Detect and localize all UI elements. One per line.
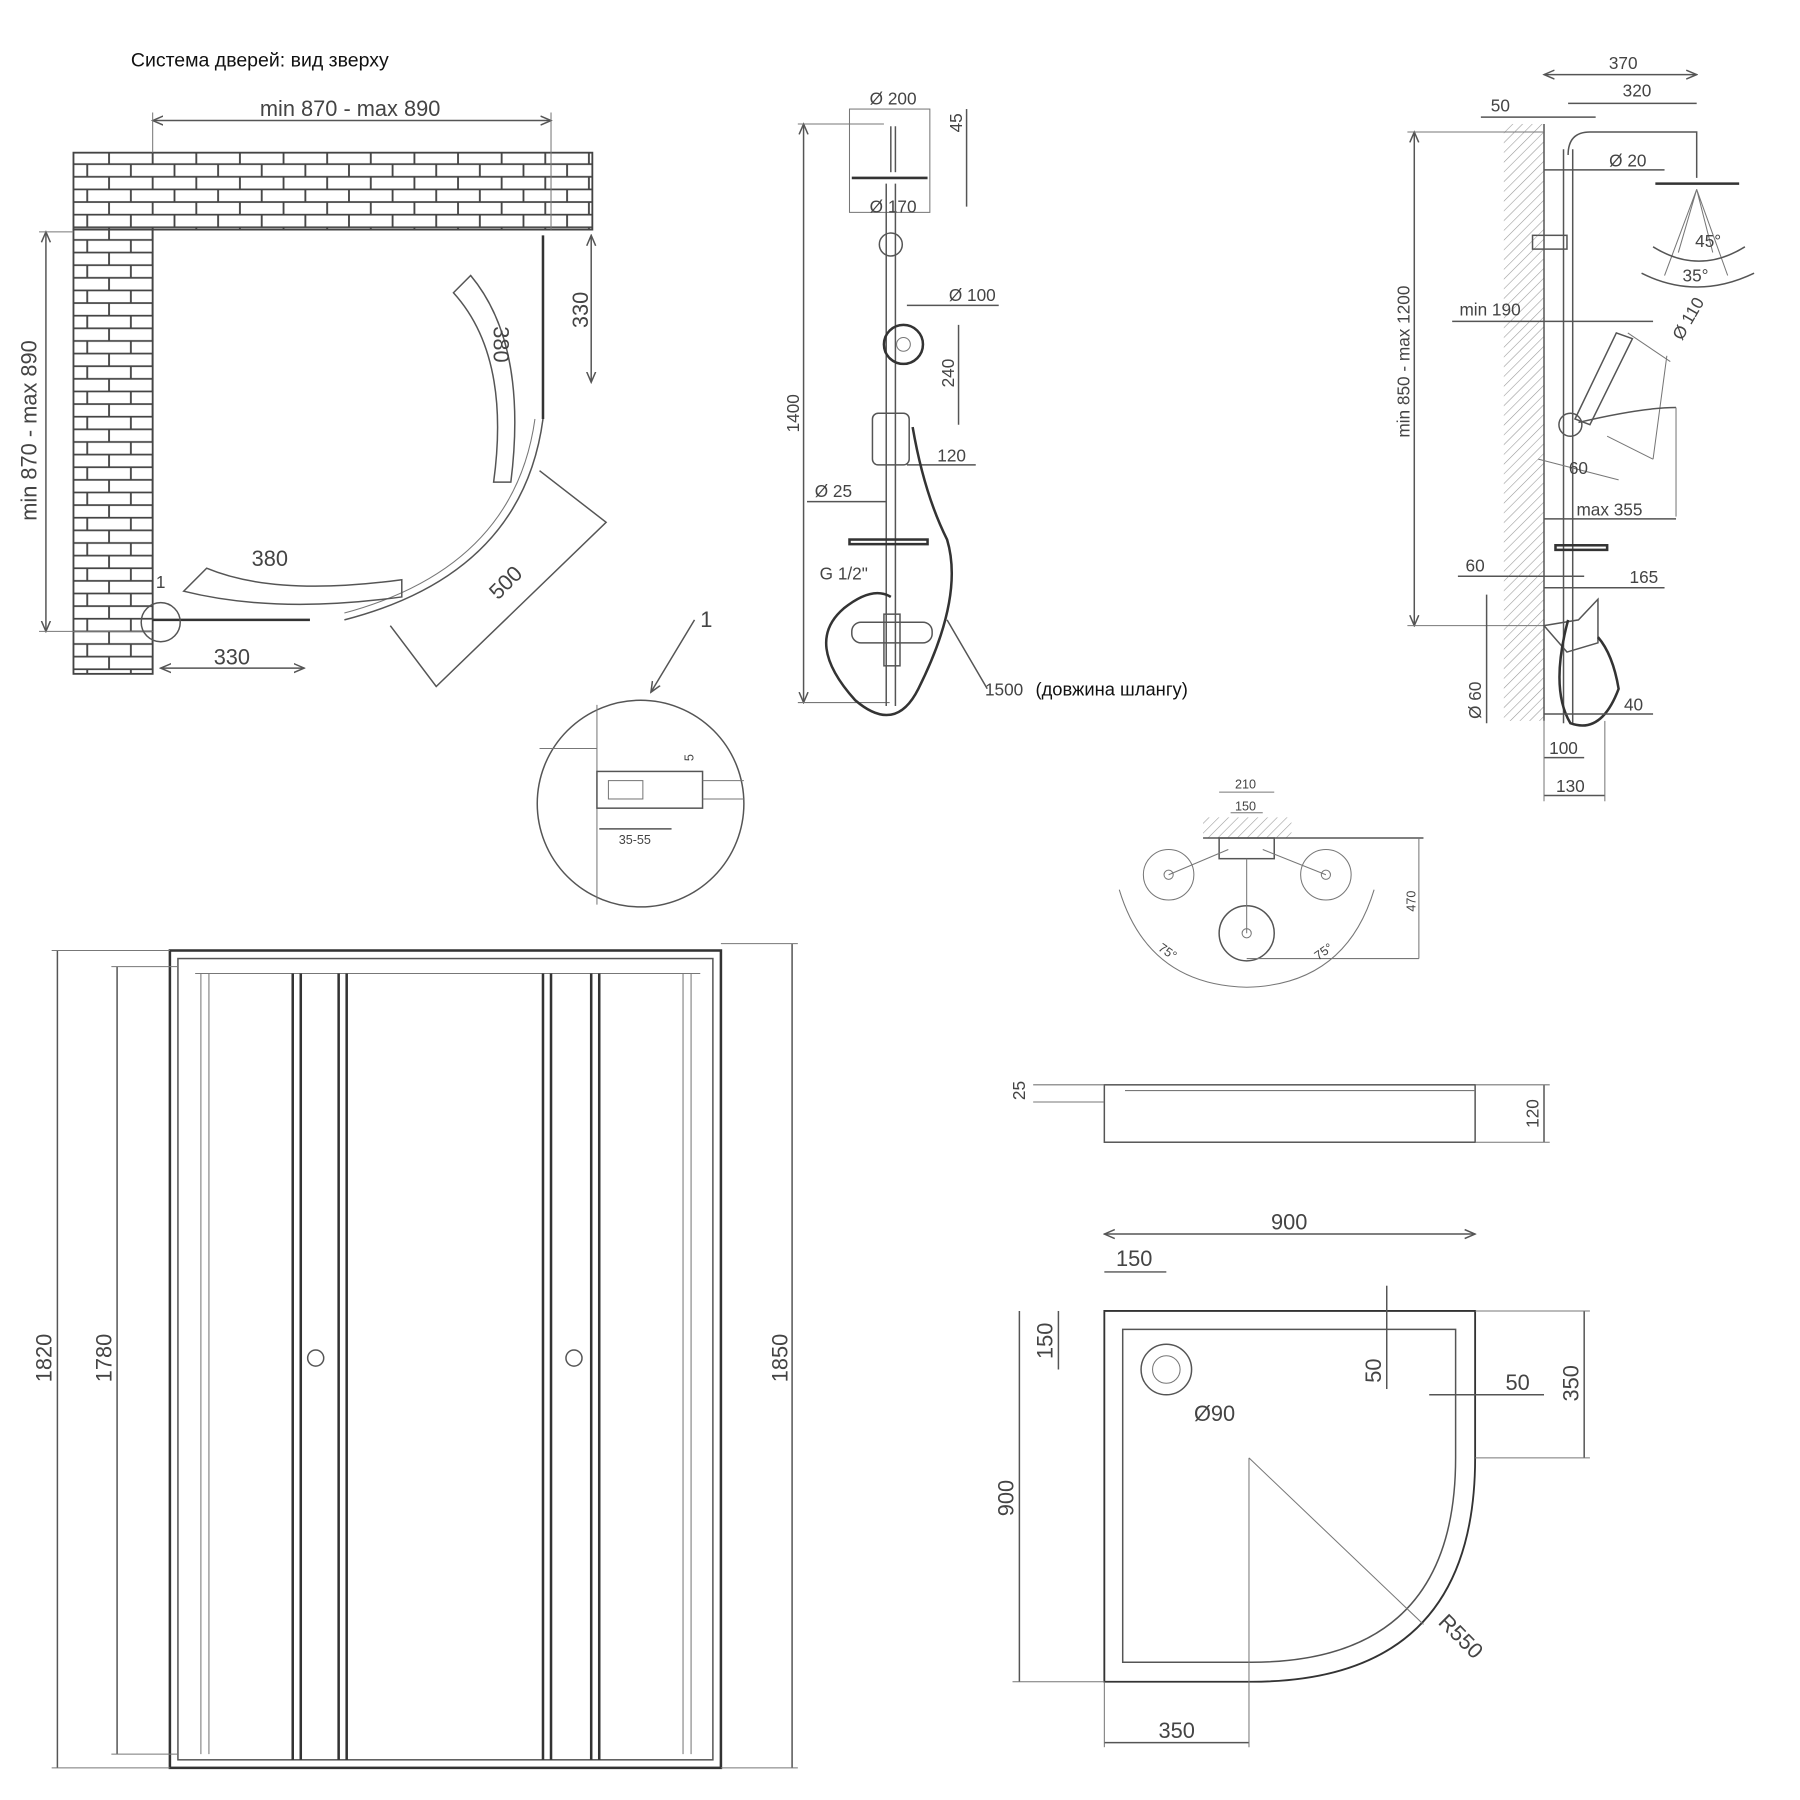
dim-depth: min 870 - max 890	[17, 340, 42, 521]
dim-radius: R550	[1434, 1609, 1489, 1664]
detail-drawing: 1 5 35-55	[536, 607, 745, 908]
brick-wall-top	[72, 151, 594, 231]
dim-height-inner: 1780	[91, 1334, 116, 1382]
dim-angle-right: 75°	[1312, 941, 1336, 963]
page-title: Система дверей: вид зверху	[131, 50, 389, 72]
dim-spout-a: 100	[1549, 738, 1578, 758]
dim-height-range: min 850 - max 1200	[1394, 286, 1414, 438]
door-swing-bottom: 380	[252, 546, 288, 571]
dim-wall-offset: 50	[1491, 95, 1510, 115]
dim-tilt: 60	[1569, 458, 1588, 478]
brick-wall-left	[72, 228, 154, 675]
dim-diagonal: 500	[484, 561, 527, 604]
door-handle-right	[565, 1349, 583, 1367]
dim-mixer-outer: 210	[1235, 778, 1256, 792]
dim-drain-x: 150	[1116, 1246, 1152, 1271]
dim-holder: 120	[937, 445, 966, 465]
dim-min-hand: min 190	[1459, 300, 1520, 320]
dim-height-total: 1850	[768, 1334, 793, 1382]
dim-spout-gap: 40	[1624, 695, 1643, 715]
dim-escutcheon: Ø 60	[1465, 682, 1485, 719]
callout-label: 1	[156, 572, 166, 592]
dim-tray-width: 900	[1271, 1209, 1307, 1234]
dim-arm-total: 370	[1609, 53, 1638, 73]
dim-hand-diameter: Ø 110	[1668, 294, 1708, 343]
dim-head-diameter: Ø 200	[870, 88, 917, 108]
detail-adjust-range: 35-55	[619, 833, 651, 847]
detail-gap: 5	[682, 754, 696, 761]
tray-side-drawing: 25 120	[1009, 1081, 1550, 1143]
dim-total-height: 1400	[783, 394, 803, 432]
detail-callout-circle	[140, 601, 181, 643]
door-handle-left	[306, 1349, 325, 1367]
mixer-top-drawing: 210 150 470 75° 75°	[1118, 778, 1424, 988]
dim-rod: Ø 25	[815, 481, 852, 501]
dim-drain-y: 150	[1033, 1323, 1058, 1359]
shower-front-drawing: 1400 Ø 200 45 Ø 170 Ø 100 240 120 Ø 25 G…	[783, 88, 1188, 717]
front-view-drawing: 1820 1780 1850	[32, 943, 798, 1770]
dim-rim-top: 50	[1361, 1359, 1386, 1383]
dim-drain: Ø90	[1194, 1401, 1235, 1426]
dim-tray-rim: 25	[1009, 1081, 1029, 1100]
dim-angle-left: 75°	[1156, 941, 1180, 963]
shower-side-drawing: 370 320 50 Ø 20 45° 35° min 190 Ø 110 mi…	[1394, 53, 1755, 802]
dim-hand-shower: Ø 100	[949, 285, 996, 305]
detail-callout-label: 1	[700, 607, 712, 632]
door-swing-right: 380	[489, 326, 514, 362]
dim-straight-right: 350	[1558, 1365, 1583, 1401]
dim-rim-right: 50	[1505, 1370, 1529, 1395]
dim-mixer-depth: 165	[1630, 567, 1659, 587]
dim-tray-depth: 900	[994, 1480, 1019, 1516]
dim-mixer-offset: 60	[1466, 556, 1485, 576]
dim-tray-height: 120	[1522, 1099, 1542, 1128]
dim-spout-b: 130	[1556, 776, 1585, 796]
dim-head-height: 45	[946, 113, 966, 132]
top-view-drawing: min 870 - max 890 min 870 - max 890 330 …	[17, 96, 608, 688]
hose-note: (довжина шлангу)	[1035, 679, 1187, 700]
dim-head-inner: Ø 170	[870, 196, 917, 216]
dim-thread: G 1/2"	[820, 564, 868, 584]
dim-angle-inner: 35°	[1683, 265, 1709, 285]
dim-side-panel-right: 330	[568, 292, 593, 328]
dim-arm: 320	[1623, 80, 1652, 100]
dim-angle-outer: 45°	[1695, 231, 1721, 251]
dim-mixer-depth: 470	[1404, 891, 1418, 912]
dim-side-panel-bottom: 330	[214, 645, 250, 670]
dim-pipe: Ø 20	[1609, 150, 1646, 170]
dim-hose-value: 1500	[985, 680, 1023, 700]
dim-straight-bottom: 350	[1158, 1718, 1194, 1743]
dim-max-reach: max 355	[1576, 499, 1642, 519]
dim-height-outer: 1820	[32, 1334, 57, 1382]
tray-top-drawing: 900 150 150 50 50 350 Ø90 900 R550 350	[994, 1209, 1590, 1748]
dim-holder-spacing: 240	[938, 359, 958, 388]
dim-mixer-inner: 150	[1235, 799, 1256, 813]
dim-width: min 870 - max 890	[260, 96, 441, 121]
